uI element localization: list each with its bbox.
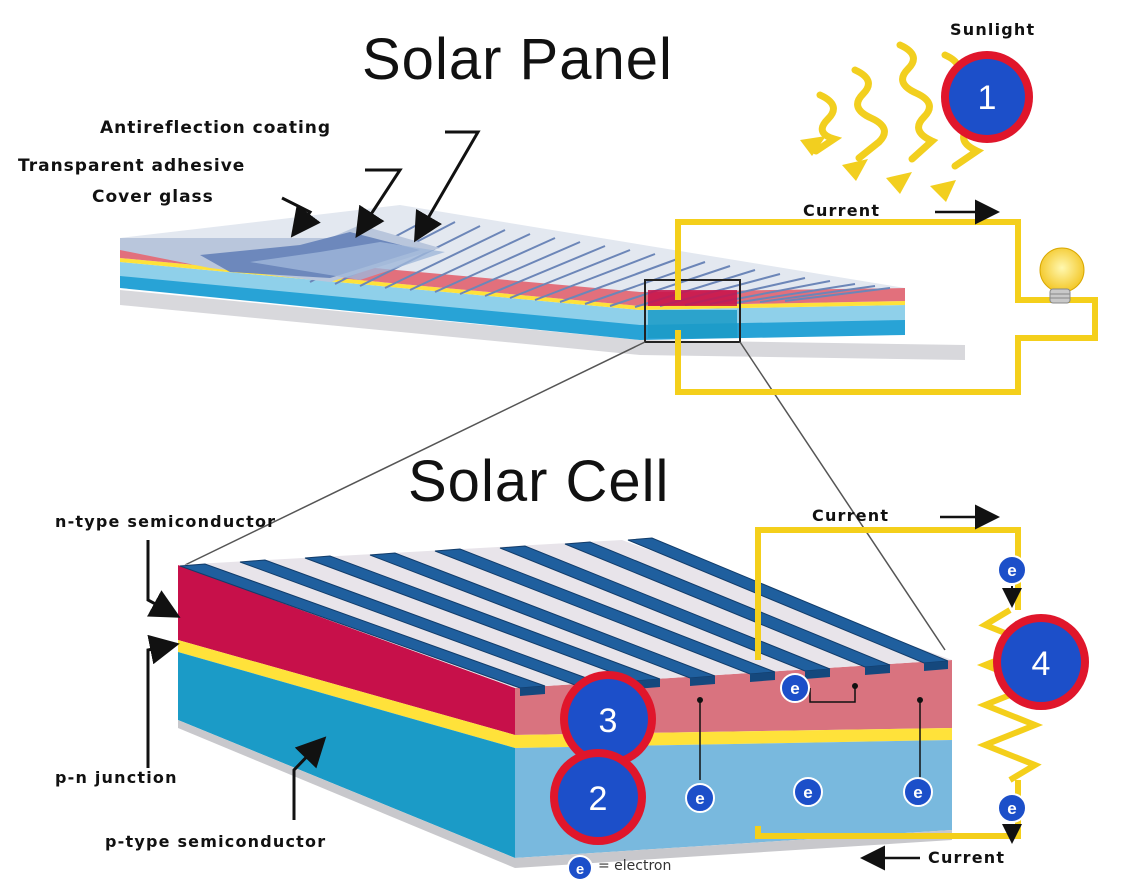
cell-pointers: [146, 540, 327, 820]
svg-text:3: 3: [599, 702, 618, 740]
sunlight-arrowheads: [800, 136, 956, 202]
electron-paths: [699, 688, 921, 780]
p-type-label: p-type semiconductor: [105, 832, 327, 851]
current-label-bottom: Current: [928, 848, 1006, 867]
svg-text:e: e: [803, 783, 812, 802]
cell-fingers: [179, 537, 949, 696]
legend-electron-icon: e: [567, 855, 593, 881]
legend-text: = electron: [598, 858, 672, 874]
svg-text:e: e: [913, 783, 922, 802]
pn-junction-label: p-n junction: [55, 768, 178, 787]
svg-text:e: e: [1007, 799, 1016, 818]
n-type-label: n-type semiconductor: [55, 512, 277, 531]
svg-text:e: e: [1007, 561, 1016, 580]
current-label-top: Current: [803, 201, 881, 220]
electron-badge: e: [903, 777, 933, 807]
electron-badge: e: [685, 783, 715, 813]
electron-badge: e: [997, 793, 1027, 844]
svg-text:e: e: [790, 679, 799, 698]
marker-4: 4: [993, 614, 1089, 710]
panel-title: Solar Panel: [362, 27, 673, 92]
marker-1: 1: [941, 51, 1033, 143]
adhesive-label: Transparent adhesive: [18, 156, 246, 176]
marker-3: 3: [560, 671, 656, 767]
electron-dots: [697, 683, 923, 703]
svg-text:e: e: [576, 861, 584, 878]
sunlight-label: Sunlight: [950, 20, 1036, 39]
electron-badge: e: [997, 555, 1027, 608]
current-label-cell-top: Current: [812, 506, 890, 525]
marker-2: 2: [550, 749, 646, 845]
electron-badge: e: [793, 777, 823, 807]
antireflection-label: Antireflection coating: [100, 118, 332, 138]
svg-text:2: 2: [589, 780, 608, 818]
svg-text:e: e: [695, 789, 704, 808]
panel-pointers: [281, 130, 481, 243]
solar-panel: [120, 205, 965, 360]
panel-circuit: [675, 219, 1098, 395]
cover-glass-label: Cover glass: [92, 187, 214, 207]
cell-title: Solar Cell: [408, 449, 670, 514]
svg-text:1: 1: [978, 79, 997, 117]
bulb-icon: [1039, 247, 1085, 304]
electron-badge: e: [780, 673, 810, 703]
svg-text:4: 4: [1032, 645, 1051, 683]
